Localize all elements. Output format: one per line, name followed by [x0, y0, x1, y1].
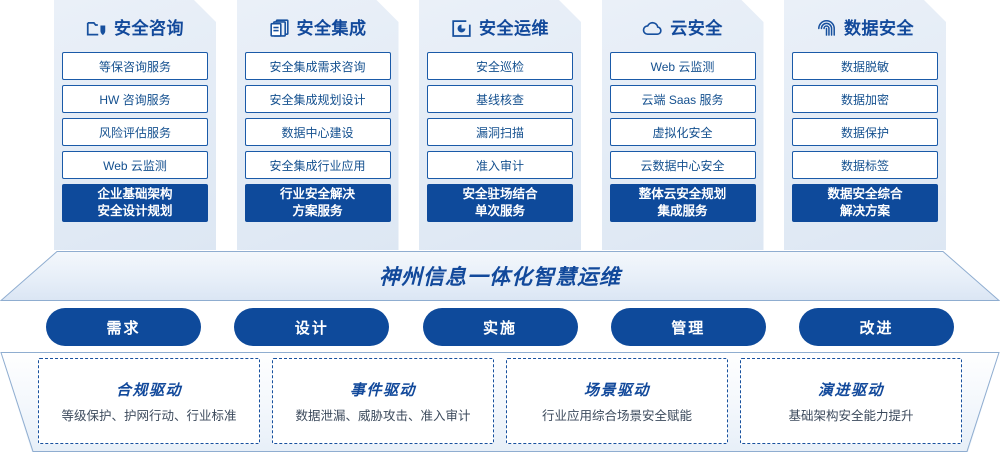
column-summary-line2: 单次服务	[474, 204, 525, 218]
service-item[interactable]: 数据加密	[792, 85, 938, 113]
service-item[interactable]: 准入审计	[427, 151, 573, 179]
column-title: 安全运维	[479, 18, 549, 38]
service-item[interactable]: HW 咨询服务	[62, 85, 208, 113]
column-title: 云安全	[670, 18, 723, 38]
column-summary-line2: 安全设计规划	[97, 204, 173, 218]
column-summary-line1: 数据安全综合	[827, 187, 903, 201]
platform-banner-title: 神州信息一体化智慧运维	[379, 265, 621, 289]
driver-description: 行业应用综合场景安全赋能	[541, 408, 692, 423]
driver-card-evolution[interactable]: 演进驱动 基础架构安全能力提升	[740, 358, 962, 444]
service-item[interactable]: 安全集成规划设计	[245, 85, 391, 113]
column-summary-line1: 整体云安全规划	[638, 187, 727, 201]
platform-banner: 神州信息一体化智慧运维	[0, 251, 1000, 301]
column-header: 安全咨询	[62, 8, 208, 48]
lifecycle-stage-management[interactable]: 管理	[610, 308, 766, 346]
driver-card-compliance[interactable]: 合规驱动 等级保护、护网行动、行业标准	[38, 358, 260, 444]
column-summary-line1: 行业安全解决	[279, 187, 355, 201]
column-summary[interactable]: 行业安全解决 方案服务	[245, 184, 391, 222]
service-item[interactable]: 云端 Saas 服务	[610, 85, 756, 113]
capability-column-security-consulting[interactable]: 安全咨询 等保咨询服务 HW 咨询服务 风险评估服务 Web 云监测 企业基础架…	[54, 0, 216, 250]
column-header: 数据安全	[792, 8, 938, 48]
cloud-icon	[642, 18, 663, 39]
service-item[interactable]: 数据脱敏	[792, 52, 938, 80]
service-item[interactable]: 安全集成需求咨询	[245, 52, 391, 80]
column-summary-line2: 方案服务	[292, 204, 343, 218]
service-item[interactable]: 等保咨询服务	[62, 52, 208, 80]
capability-column-security-operations[interactable]: 安全运维 安全巡检 基线核查 漏洞扫描 准入审计 安全驻场结合 单次服务	[419, 0, 581, 250]
driver-description: 等级保护、护网行动、行业标准	[61, 408, 237, 423]
service-item[interactable]: 云数据中心安全	[610, 151, 756, 179]
service-item[interactable]: Web 云监测	[62, 151, 208, 179]
service-item[interactable]: 基线核查	[427, 85, 573, 113]
column-title: 数据安全	[844, 18, 914, 38]
service-item[interactable]: 虚拟化安全	[610, 118, 756, 146]
lifecycle-stage-implementation[interactable]: 实施	[422, 308, 578, 346]
fingerprint-icon	[816, 18, 837, 39]
capability-columns: 安全咨询 等保咨询服务 HW 咨询服务 风险评估服务 Web 云监测 企业基础架…	[0, 0, 1000, 252]
column-title: 安全咨询	[114, 18, 184, 38]
column-header: 安全运维	[427, 8, 573, 48]
column-summary-line2: 集成服务	[657, 204, 708, 218]
capability-column-security-integration[interactable]: 安全集成 安全集成需求咨询 安全集成规划设计 数据中心建设 安全集成行业应用 行…	[237, 0, 399, 250]
lifecycle-stage-requirements[interactable]: 需求	[46, 308, 201, 346]
driver-title: 合规驱动	[115, 381, 182, 399]
drivers-section: 合规驱动 等级保护、护网行动、行业标准 事件驱动 数据泄漏、威胁攻击、准入审计 …	[0, 352, 1000, 452]
driver-card-scenario[interactable]: 场景驱动 行业应用综合场景安全赋能	[506, 358, 728, 444]
lifecycle-stage-improvement[interactable]: 改进	[799, 308, 954, 346]
service-item[interactable]: Web 云监测	[610, 52, 756, 80]
service-item[interactable]: 数据保护	[792, 118, 938, 146]
service-item[interactable]: 数据标签	[792, 151, 938, 179]
driver-title: 场景驱动	[583, 381, 650, 399]
column-summary[interactable]: 企业基础架构 安全设计规划	[62, 184, 208, 222]
driver-card-incident[interactable]: 事件驱动 数据泄漏、威胁攻击、准入审计	[272, 358, 494, 444]
folder-shield-icon	[86, 18, 107, 39]
drivers-list: 合规驱动 等级保护、护网行动、行业标准 事件驱动 数据泄漏、威胁攻击、准入审计 …	[0, 352, 1000, 452]
driver-description: 数据泄漏、威胁攻击、准入审计	[295, 408, 471, 423]
column-summary[interactable]: 整体云安全规划 集成服务	[610, 184, 756, 222]
capability-column-cloud-security[interactable]: 云安全 Web 云监测 云端 Saas 服务 虚拟化安全 云数据中心安全 整体云…	[602, 0, 764, 250]
service-item[interactable]: 风险评估服务	[62, 118, 208, 146]
capability-column-data-security[interactable]: 数据安全 数据脱敏 数据加密 数据保护 数据标签 数据安全综合 解决方案	[784, 0, 946, 250]
service-item[interactable]: 数据中心建设	[245, 118, 391, 146]
column-header: 云安全	[610, 8, 756, 48]
column-summary[interactable]: 安全驻场结合 单次服务	[427, 184, 573, 222]
column-summary-line2: 解决方案	[839, 204, 890, 218]
column-header: 安全集成	[245, 8, 391, 48]
column-summary-line1: 安全驻场结合	[462, 187, 538, 201]
driver-title: 演进驱动	[817, 381, 884, 399]
column-title: 安全集成	[296, 18, 367, 38]
column-summary-line1: 企业基础架构	[97, 187, 173, 201]
driver-title: 事件驱动	[349, 381, 416, 399]
lifecycle-stage-design[interactable]: 设计	[234, 308, 390, 346]
driver-description: 基础架构安全能力提升	[788, 408, 914, 423]
service-item[interactable]: 漏洞扫描	[427, 118, 573, 146]
stacked-documents-icon	[269, 18, 290, 39]
service-item[interactable]: 安全巡检	[427, 52, 573, 80]
service-item[interactable]: 安全集成行业应用	[245, 151, 391, 179]
lifecycle-stages: 需求 设计 实施 管理 改进	[0, 308, 1000, 346]
column-summary[interactable]: 数据安全综合 解决方案	[792, 184, 938, 222]
dashboard-pie-icon	[451, 18, 472, 39]
